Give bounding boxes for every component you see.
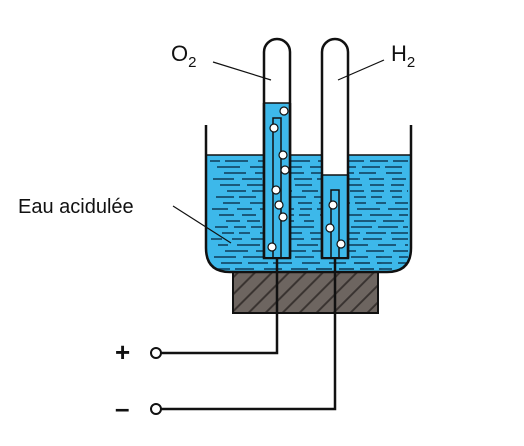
tube-oxygen — [262, 37, 292, 260]
support-block — [232, 270, 379, 314]
bubble — [336, 239, 346, 249]
bubbles-hydrogen — [325, 200, 346, 249]
bubble — [280, 165, 290, 175]
wire-negative — [161, 258, 337, 411]
terminal-negative — [150, 403, 162, 415]
terminal-positive — [150, 347, 162, 359]
bubbles-oxygen — [267, 106, 290, 252]
leader-hydrogen — [337, 59, 385, 81]
label-minus: – — [115, 393, 129, 423]
tube-hydrogen — [320, 37, 350, 260]
label-hydrogen-main: H — [391, 41, 407, 66]
label-oxygen-sub: 2 — [188, 54, 196, 71]
bubble — [325, 223, 335, 233]
bubble — [274, 200, 284, 210]
leader-water — [172, 205, 232, 244]
tank-liquid — [206, 155, 411, 272]
bubble — [279, 106, 289, 116]
label-hydrogen-sub: 2 — [407, 54, 415, 71]
leader-oxygen — [212, 61, 272, 81]
bubble — [269, 123, 279, 133]
wire-positive — [161, 258, 279, 355]
label-water: Eau acidulée — [18, 196, 134, 218]
bubble — [271, 185, 281, 195]
label-plus: + — [115, 337, 130, 367]
bubble — [278, 150, 288, 160]
bubble — [278, 212, 288, 222]
tank-outline — [204, 125, 413, 274]
bubble — [267, 242, 277, 252]
label-oxygen-main: O — [171, 41, 188, 66]
label-hydrogen: H2 — [391, 41, 415, 71]
bubble — [328, 200, 338, 210]
label-oxygen: O2 — [171, 41, 196, 71]
